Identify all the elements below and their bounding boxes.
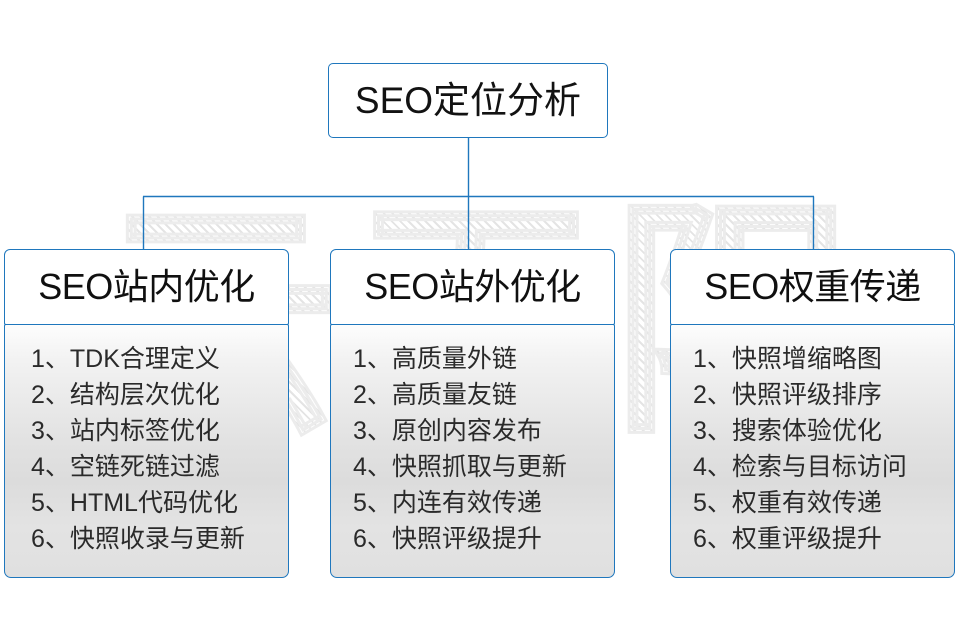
- list-item: 2、结构层次优化: [31, 380, 220, 409]
- branch-title-3: SEO权重传递: [704, 266, 921, 307]
- branch-header-2[interactable]: SEO站外优化: [330, 249, 615, 325]
- list-item: 3、站内标签优化: [31, 416, 220, 445]
- branch-item-list-1: 1、TDK合理定义 2、结构层次优化 3、站内标签优化 4、空链死链过滤 5、H…: [5, 341, 288, 557]
- branch-header-3[interactable]: SEO权重传递: [670, 249, 955, 325]
- list-item: 1、快照增缩略图: [693, 344, 882, 373]
- branch-column-1: SEO站内优化 1、TDK合理定义 2、结构层次优化 3、站内标签优化 4、空链…: [4, 249, 289, 578]
- list-item: 4、快照抓取与更新: [353, 452, 567, 481]
- list-item: 2、高质量友链: [353, 380, 517, 409]
- branch-header-1[interactable]: SEO站内优化: [4, 249, 289, 325]
- root-node-title: SEO定位分析: [354, 80, 582, 121]
- branch-body-3: 1、快照增缩略图 2、快照评级排序 3、搜索体验优化 4、检索与目标访问 5、权…: [670, 323, 955, 578]
- list-item: 5、HTML代码优化: [31, 488, 238, 517]
- list-item: 1、高质量外链: [353, 344, 517, 373]
- list-item: 3、原创内容发布: [353, 416, 542, 445]
- branch-body-2: 1、高质量外链 2、高质量友链 3、原创内容发布 4、快照抓取与更新 5、内连有…: [330, 323, 615, 578]
- branch-item-list-3: 1、快照增缩略图 2、快照评级排序 3、搜索体验优化 4、检索与目标访问 5、权…: [671, 341, 954, 557]
- branch-body-1: 1、TDK合理定义 2、结构层次优化 3、站内标签优化 4、空链死链过滤 5、H…: [4, 323, 289, 578]
- list-item: 1、TDK合理定义: [31, 344, 220, 373]
- list-item: 2、快照评级排序: [693, 380, 882, 409]
- list-item: 5、内连有效传递: [353, 488, 542, 517]
- list-item: 6、快照评级提升: [353, 524, 542, 553]
- list-item: 3、搜索体验优化: [693, 416, 882, 445]
- branch-column-2: SEO站外优化 1、高质量外链 2、高质量友链 3、原创内容发布 4、快照抓取与…: [330, 249, 615, 578]
- list-item: 4、空链死链过滤: [31, 452, 220, 481]
- branch-item-list-2: 1、高质量外链 2、高质量友链 3、原创内容发布 4、快照抓取与更新 5、内连有…: [331, 341, 614, 557]
- branch-title-1: SEO站内优化: [38, 266, 255, 307]
- root-node[interactable]: SEO定位分析: [328, 63, 608, 138]
- list-item: 4、检索与目标访问: [693, 452, 907, 481]
- list-item: 6、快照收录与更新: [31, 524, 245, 553]
- branch-title-2: SEO站外优化: [364, 266, 581, 307]
- list-item: 6、权重评级提升: [693, 524, 882, 553]
- branch-column-3: SEO权重传递 1、快照增缩略图 2、快照评级排序 3、搜索体验优化 4、检索与…: [670, 249, 955, 578]
- list-item: 5、权重有效传递: [693, 488, 882, 517]
